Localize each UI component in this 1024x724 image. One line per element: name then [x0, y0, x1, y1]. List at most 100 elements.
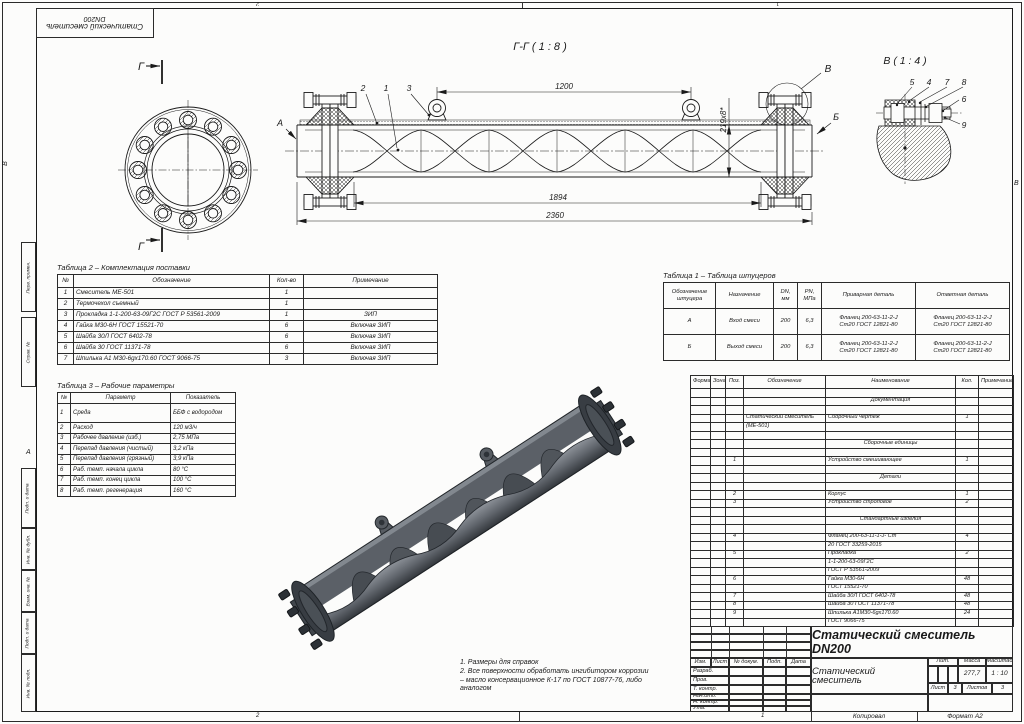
copied-label: Копировал	[852, 713, 886, 720]
corner-stamp-title: Статический смеситель	[46, 22, 144, 32]
scale-label: Масштаб	[986, 658, 1013, 666]
stamp-row-razrab: Разраб.	[690, 667, 729, 676]
sheet-label: Лист	[928, 683, 948, 694]
stamp-cell	[729, 667, 763, 676]
margin-box-vzam-inv: Взам. инв. №	[21, 570, 36, 612]
col-header: Примечание	[978, 375, 1014, 389]
flange-spec: Фланец 200-63-11-2-J	[933, 315, 992, 322]
lug-3d	[479, 447, 499, 468]
svg-text:7: 7	[945, 77, 950, 87]
svg-text:5: 5	[910, 77, 915, 87]
spec-row: ГОСТ 15521-70	[690, 583, 1014, 593]
flange-spec: Ст20 ГОСТ 12821-80	[933, 321, 992, 328]
lifting-lug-left	[427, 99, 447, 121]
stamp-cell	[729, 700, 763, 706]
lug-3d	[374, 515, 394, 536]
col-header: Кол.	[955, 375, 979, 389]
bolt-stack	[303, 92, 357, 108]
stamp-row-tkontr: Т. контр.	[690, 685, 729, 694]
org-cell	[811, 694, 928, 712]
zone-letter-right: В	[1014, 180, 1019, 187]
zone-num-bottom-left: 2	[256, 713, 260, 719]
col-header: Ответная деталь	[915, 282, 1010, 309]
stamp-col-ndokum: № докум.	[729, 658, 763, 667]
left-flange-joint	[303, 92, 357, 210]
margin-box-inv-podl: Инв. № подл.	[21, 654, 36, 712]
margin-label: Перв. примен.	[26, 261, 32, 293]
change-row	[690, 650, 811, 658]
zone-num-top-right: 1	[776, 0, 780, 6]
margin-label: Подп. и дата	[26, 617, 31, 649]
margin-box-podp-data-1: Подп. и дата	[21, 468, 36, 528]
specification-table: Формат Зона Поз. Обозначение Наименовани…	[690, 375, 1014, 627]
svg-text:219х8*: 219х8*	[719, 107, 728, 134]
zone-tick-top	[522, 2, 523, 8]
lit-cell	[928, 666, 938, 683]
spec-row	[690, 507, 1014, 517]
col-header: Назначение	[715, 282, 774, 309]
col-header: Приварная деталь	[821, 282, 916, 309]
corner-stamp: Статический смеситель DN200	[36, 8, 154, 38]
stamp-cell	[786, 700, 811, 706]
isometric-3d-view	[278, 386, 635, 650]
stamp-col-izm: Изм.	[690, 658, 711, 667]
main-frame	[36, 8, 1013, 712]
dim-1894: 1894	[353, 182, 762, 207]
zone-tick-bottom	[519, 712, 520, 722]
spec-row	[690, 447, 1014, 457]
margin-box-inv-dubl: Инв. № дубл.	[21, 528, 36, 570]
col-header: Зона	[710, 375, 726, 389]
margin-box-perv-primen: Перв. примен.	[21, 242, 36, 312]
stamp-col-podp: Подп.	[763, 658, 786, 667]
table1-nozzles: Обозначение штуцера Назначение DN, мм PN…	[663, 282, 1010, 361]
svg-text:1: 1	[384, 83, 389, 93]
margin-label: Подп. и дата	[26, 482, 31, 514]
zone-letter-left: В	[1, 161, 9, 166]
mixer-elements	[352, 129, 762, 173]
change-col-line	[786, 626, 787, 658]
flange-face-view: Г Г	[118, 60, 258, 253]
stamp-cell	[786, 667, 811, 676]
callouts-main: 2 1 3	[360, 83, 431, 152]
col-header: Показатель	[170, 392, 236, 404]
stamp-cell	[763, 700, 786, 706]
lit-cell	[938, 666, 948, 683]
spec-row: Детали	[690, 473, 1014, 483]
note-line: аналогом	[460, 685, 492, 693]
col-header: Кол-во	[269, 274, 304, 288]
bolt-stack	[758, 92, 812, 108]
section-view-title: Г-Г ( 1 : 8 )	[513, 41, 567, 53]
col-header: PN, МПа	[797, 282, 822, 309]
svg-text:4: 4	[927, 77, 932, 87]
stamp-row-utv: Утв.	[690, 706, 729, 712]
col-header: Обозначение штуцера	[663, 282, 716, 309]
stamp-cell	[763, 676, 786, 685]
main-section-view: Г-Г ( 1 : 8 )	[276, 41, 839, 225]
margin-box-podp-data-2: Подп. и дата	[21, 612, 36, 654]
margin-label: Справ. №	[26, 341, 31, 363]
flange-spec: Ст20 ГОСТ 12821-80	[933, 347, 992, 354]
spec-row	[690, 388, 1014, 398]
stamp-cell	[786, 676, 811, 685]
col-header: DN, мм	[773, 282, 798, 309]
svg-text:6: 6	[962, 94, 967, 104]
col-header: Поз.	[725, 375, 744, 389]
detail-circle-v: В	[765, 64, 832, 126]
format-label: Формат А2	[947, 713, 983, 720]
spec-row	[690, 405, 1014, 415]
stamp-cell	[786, 685, 811, 694]
stamp-cell	[763, 685, 786, 694]
